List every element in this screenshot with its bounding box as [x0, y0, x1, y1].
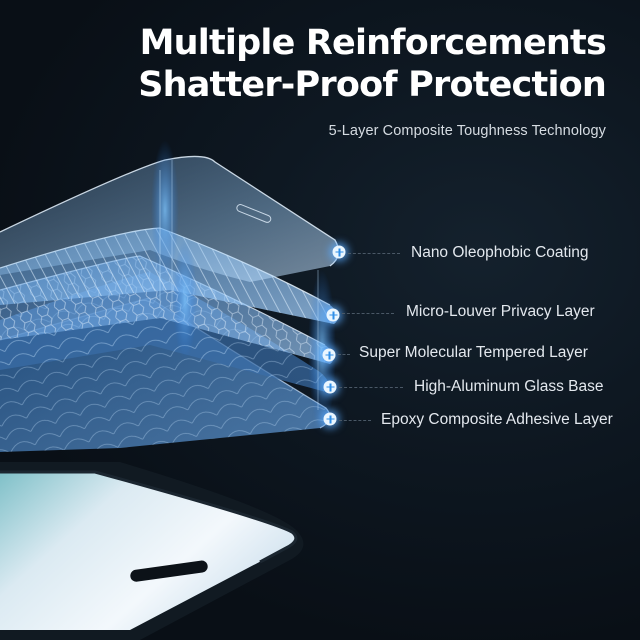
leader-line: [348, 253, 400, 254]
phone-device: [0, 462, 304, 640]
subtitle: 5-Layer Composite Toughness Technology: [328, 123, 606, 139]
layer-label: Super Molecular Tempered Layer: [359, 344, 588, 361]
plus-circle-icon[interactable]: [323, 412, 337, 426]
layer-label: Micro-Louver Privacy Layer: [406, 303, 595, 320]
headline-line-1: Multiple Reinforcements: [139, 23, 607, 63]
plus-circle-icon[interactable]: [322, 348, 336, 362]
plus-circle-icon[interactable]: [323, 380, 337, 394]
leader-line: [338, 354, 350, 355]
leader-line: [339, 420, 371, 421]
layer-label: Nano Oleophobic Coating: [411, 244, 589, 261]
plus-circle-icon[interactable]: [332, 245, 346, 259]
leader-line: [342, 313, 394, 314]
headline: Multiple Reinforcements Shatter-Proof Pr…: [138, 22, 607, 106]
leader-line: [339, 387, 403, 388]
headline-line-2: Shatter-Proof Protection: [138, 65, 607, 105]
plus-circle-icon[interactable]: [326, 308, 340, 322]
layer-label: High-Aluminum Glass Base: [414, 378, 604, 395]
layer-label: Epoxy Composite Adhesive Layer: [381, 411, 613, 428]
